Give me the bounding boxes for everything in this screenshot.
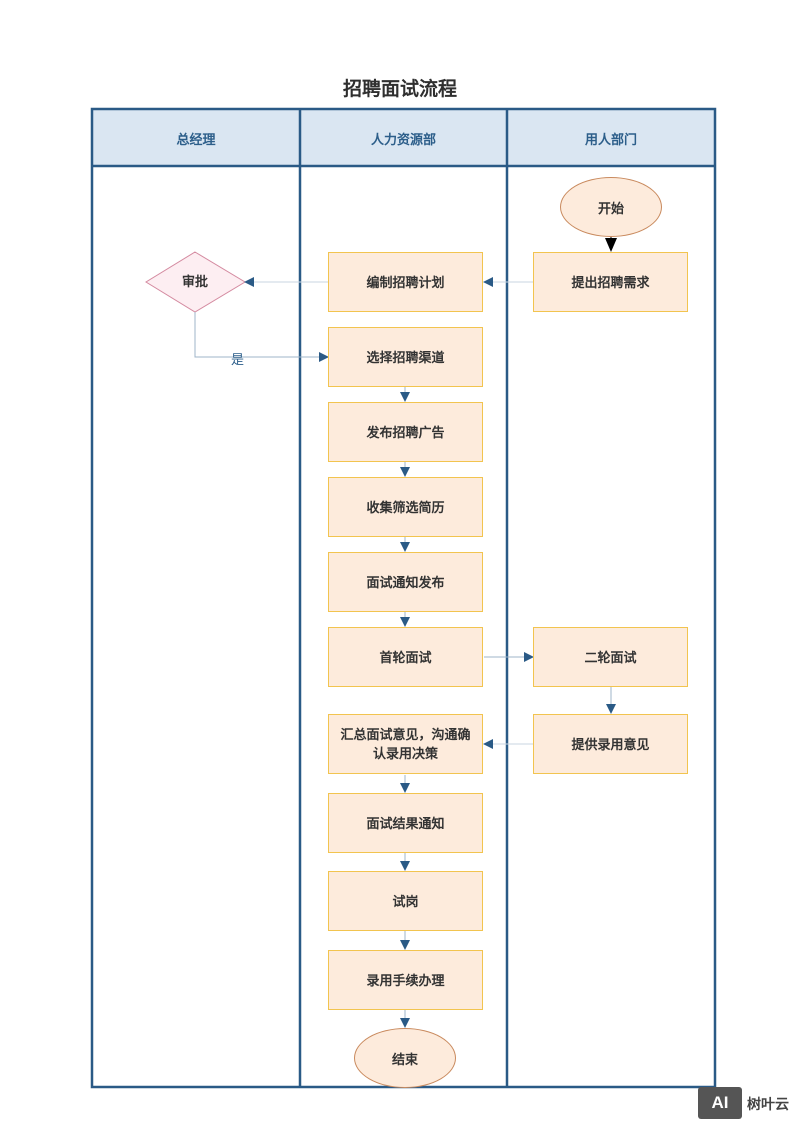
trial-node: 试岗 bbox=[328, 871, 483, 931]
result-notice-node: 面试结果通知 bbox=[328, 793, 483, 853]
first-interview-node: 首轮面试 bbox=[328, 627, 483, 687]
lane-header-department: 用人部门 bbox=[508, 110, 714, 166]
start-node: 开始 bbox=[560, 177, 662, 237]
lane-header-hr: 人力资源部 bbox=[301, 110, 506, 166]
notify-interview-node: 面试通知发布 bbox=[328, 552, 483, 612]
approve-yes-label: 是 bbox=[231, 352, 245, 367]
plan-node: 编制招聘计划 bbox=[328, 252, 483, 312]
lane-header-general-manager: 总经理 bbox=[93, 110, 299, 166]
onboarding-node: 录用手续办理 bbox=[328, 950, 483, 1010]
channel-node: 选择招聘渠道 bbox=[328, 327, 483, 387]
diagram-title: 招聘面试流程 bbox=[342, 79, 457, 100]
publish-node: 发布招聘广告 bbox=[328, 402, 483, 462]
logo-text: 树叶云 bbox=[747, 1096, 789, 1112]
logo-mark: AI bbox=[698, 1087, 742, 1119]
collect-node: 收集筛选简历 bbox=[328, 477, 483, 537]
approve-node-label: 审批 bbox=[181, 274, 208, 289]
end-node: 结束 bbox=[354, 1028, 456, 1088]
request-node: 提出招聘需求 bbox=[533, 252, 688, 312]
second-interview-node: 二轮面试 bbox=[533, 627, 688, 687]
feedback-node: 提供录用意见 bbox=[533, 714, 688, 774]
summary-node: 汇总面试意见，沟通确认录用决策 bbox=[328, 714, 483, 774]
